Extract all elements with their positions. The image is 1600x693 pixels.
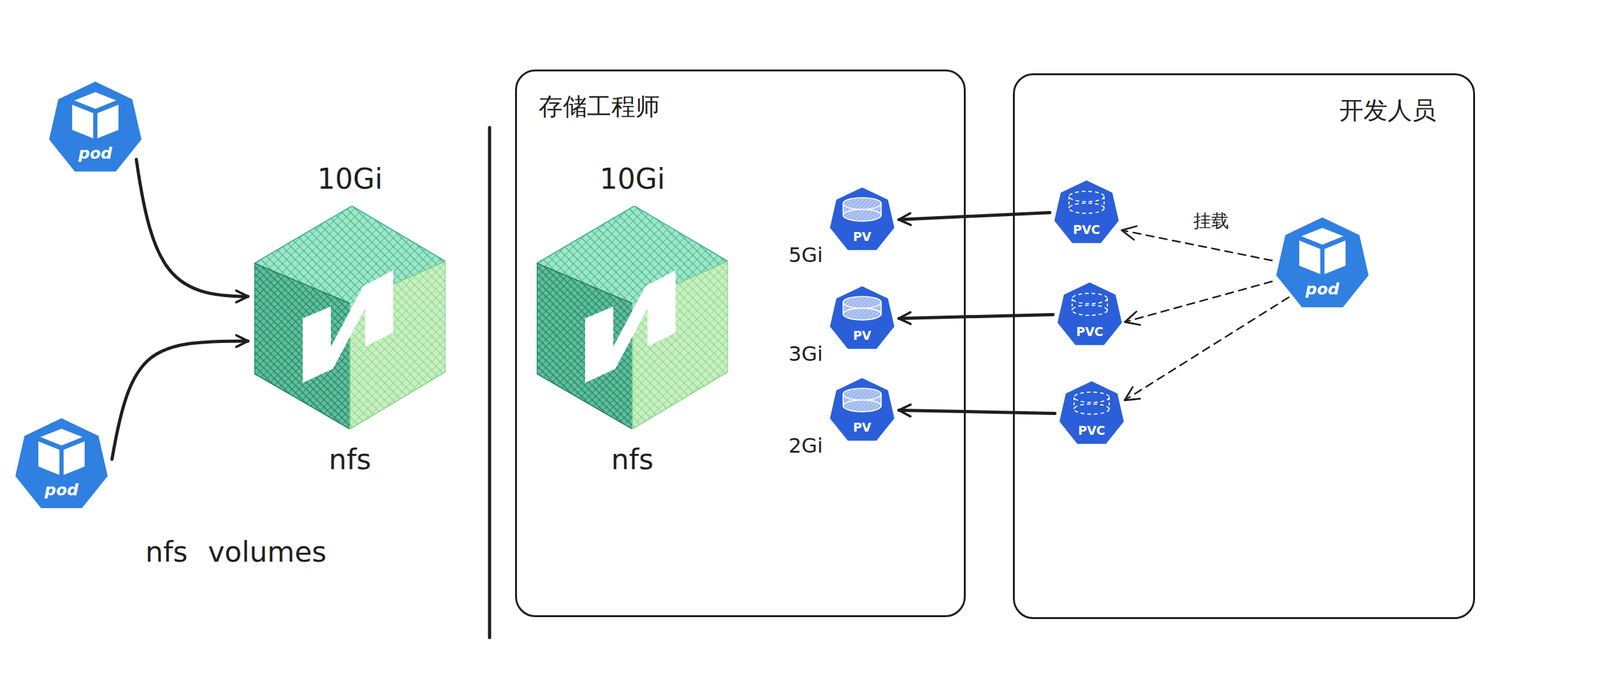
pv-icon: [825, 182, 899, 257]
pod-node: pod: [8, 411, 115, 517]
bind-connector: [898, 212, 1050, 220]
nfs-cube-icon: [254, 205, 446, 430]
nfs-node: 10Gi nfs: [530, 162, 735, 482]
pv-node: PV3Gi: [825, 281, 899, 356]
nfs-cube-icon: [536, 205, 728, 430]
capacity-label: 3Gi: [788, 341, 823, 366]
pv-icon: [825, 281, 899, 356]
pod-node: pod: [1269, 210, 1375, 317]
pv-node: PV5Gi: [825, 182, 899, 257]
bind-connector: [112, 341, 248, 459]
pv-label: PV: [852, 229, 872, 244]
pvc-label: PVC: [1076, 324, 1104, 339]
role-panel: 存储工程师10GinfsPV5GiPV3GiPV2Gi: [515, 69, 966, 618]
mount-connector: [1121, 230, 1273, 261]
bind-connector: [898, 314, 1054, 319]
capacity-label: 10Gi: [530, 162, 735, 196]
pvc-label: PVC: [1077, 423, 1106, 438]
pod-label: pod: [1305, 279, 1340, 299]
pod-icon: [8, 411, 115, 517]
pod-label: pod: [44, 480, 79, 500]
panel-title: 存储工程师: [538, 90, 660, 124]
capacity-label: 5Gi: [788, 242, 823, 268]
bind-connector: [898, 410, 1055, 414]
caption-label: nfs volumes: [145, 535, 327, 568]
divider-line: [488, 127, 492, 638]
pvc-node: PVC: [1054, 376, 1129, 451]
edge-label: 挂载: [1190, 209, 1232, 234]
pv-node: PV2Gi: [825, 373, 899, 447]
pvc-icon: [1053, 277, 1127, 352]
mount-connector: [1125, 281, 1273, 322]
pod-node: pod: [42, 75, 148, 181]
pod-label: pod: [78, 144, 113, 163]
pv-label: PV: [852, 328, 872, 343]
capacity-label: 10Gi: [247, 162, 452, 196]
pv-icon: [825, 373, 899, 447]
pvc-node: PVC: [1049, 175, 1124, 250]
mount-connector: [1124, 297, 1289, 401]
bind-connector: [136, 159, 248, 297]
pod-icon: [1269, 210, 1375, 317]
role-panel: 开发人员 PVC PVC PVC pod: [1012, 73, 1476, 619]
pvc-icon: [1054, 376, 1129, 451]
capacity-label: 2Gi: [788, 433, 823, 458]
pvc-node: PVC: [1053, 277, 1127, 352]
nfs-label: nfs: [247, 443, 452, 476]
nfs-label: nfs: [530, 443, 735, 476]
pv-label: PV: [852, 420, 872, 435]
nfs-node: 10Gi nfs: [247, 162, 452, 482]
pvc-label: PVC: [1072, 222, 1101, 237]
pvc-icon: [1049, 175, 1124, 250]
pod-icon: [42, 75, 148, 181]
panel-title: 开发人员: [1339, 94, 1437, 127]
